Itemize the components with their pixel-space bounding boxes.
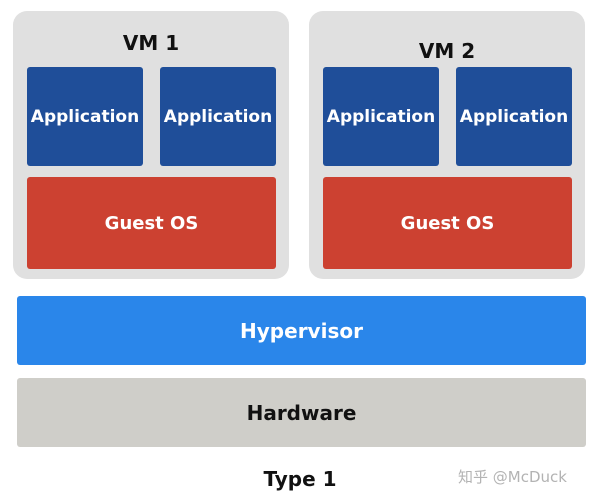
vm-1-guest-os: Guest OS [27,177,276,269]
vm-1-application-2: Application [160,67,276,166]
vm-2-guest-os: Guest OS [323,177,572,269]
vm-2-container: VM 2 Application Application Guest OS [309,11,585,279]
diagram-caption: Type 1 [263,467,337,491]
vm-2-title: VM 2 [418,39,476,63]
watermark: 知乎 @McDuck [458,468,567,486]
vm-2-application-1: Application [323,67,439,166]
vm-1-container: VM 1 Application Application Guest OS [13,11,289,279]
vm-2-application-2: Application [456,67,572,166]
vm-1-application-1: Application [27,67,143,166]
hardware-layer: Hardware [17,378,586,447]
vm-1-title: VM 1 [122,31,180,55]
hypervisor-layer: Hypervisor [17,296,586,365]
